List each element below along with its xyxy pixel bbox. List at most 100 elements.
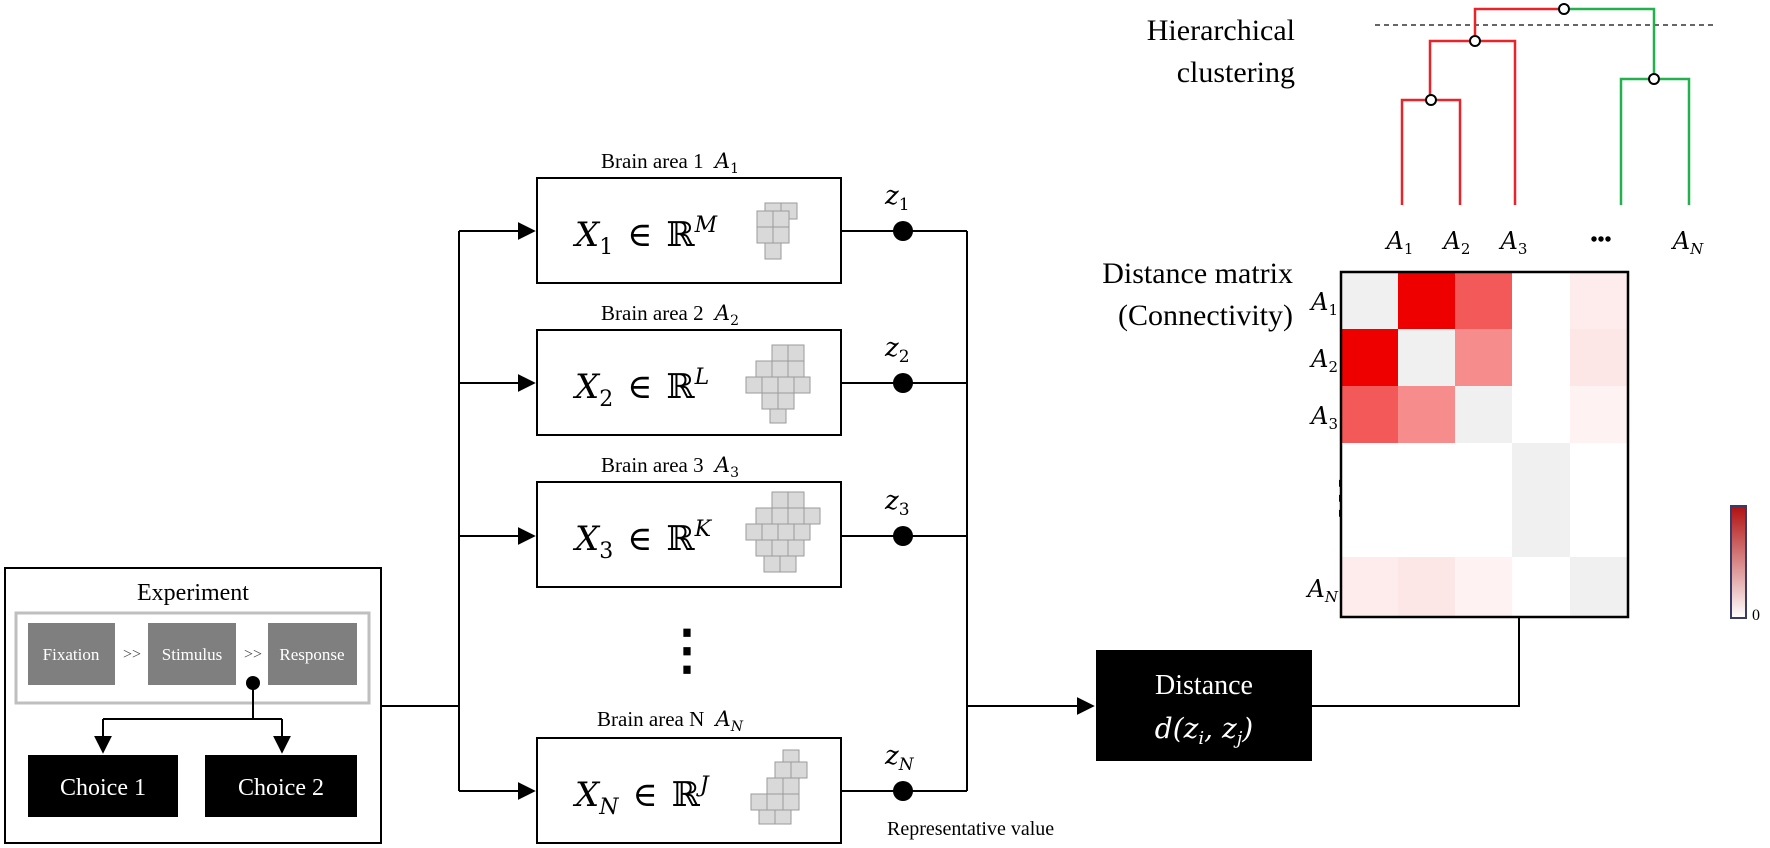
heatmap-cell (1512, 272, 1570, 329)
distance-close: ) (1241, 712, 1253, 745)
z1-sub: 1 (899, 195, 910, 215)
brain-area-n-sub: N (730, 719, 744, 735)
x2-sub: 2 (599, 387, 613, 412)
voxel-cluster-3-icon (745, 491, 821, 573)
svg-text:A1: A1 (1385, 227, 1414, 258)
matrix-row-2: A (1309, 345, 1328, 373)
svg-text:X3∈ℝK: X3 ∈ ℝK (572, 517, 713, 564)
heatmap-cell (1570, 386, 1628, 443)
heatmap-cell (1398, 386, 1455, 443)
x2-in: ∈ (627, 367, 652, 407)
distance-mid: , z (1204, 712, 1237, 745)
heatmap-cell (1455, 557, 1512, 617)
brain-area-3-sub: 3 (730, 465, 739, 481)
heatmap-cell (1512, 386, 1570, 443)
response-step (268, 623, 357, 685)
distance-matrix: Distance matrix (Connectivity) A1 A2 A3 … (1102, 227, 1760, 624)
svg-text:X1∈ℝM: X1∈ℝM (572, 213, 718, 260)
svg-text:AN: AN (1671, 227, 1704, 258)
heatmap-cell (1455, 329, 1512, 386)
representative-value-label: Representative value (887, 818, 1054, 840)
experiment-title: Experiment (137, 580, 249, 606)
x1-sub: 1 (599, 235, 613, 260)
svg-text:Brain area 1 A1: Brain area 1 A1 (601, 149, 739, 177)
z3-var: z (884, 486, 899, 516)
x3-dim: K (694, 517, 713, 542)
distance-title: Distance (1155, 670, 1253, 701)
x3-in: ∈ (627, 519, 652, 559)
zn-var: z (884, 741, 899, 771)
matrix-row-1: A (1309, 288, 1328, 316)
svg-text:d(zi, zj): d(zi, zj) (1155, 712, 1253, 749)
fixation-step (28, 623, 115, 685)
matrix-col-3: A (1499, 227, 1518, 255)
heatmap-cell (1570, 329, 1628, 386)
heatmap-cell (1341, 272, 1398, 329)
matrix-frame (1339, 270, 1630, 619)
stimulus-step-label: Stimulus (162, 645, 222, 664)
heatmap-cell (1512, 557, 1570, 617)
matrix-col-ellipsis: ••• (1590, 229, 1611, 251)
z2-node (893, 373, 913, 393)
heatmap-cell (1570, 443, 1628, 557)
stimulus-step (148, 623, 236, 685)
response-step-label: Response (279, 645, 344, 664)
brain-area-n-symbol: A (714, 707, 731, 731)
brain-area-2-label: Brain area 2 (601, 301, 704, 325)
clustering-label-line1: Hierarchical (1147, 14, 1295, 47)
svg-text:Brain area 2 A2: Brain area 2 A2 (601, 301, 739, 329)
heatmap-cell (1398, 329, 1455, 386)
x1-in: ∈ (627, 215, 652, 255)
x1-dim: M (694, 213, 718, 238)
xn-sub: N (598, 795, 619, 820)
matrix-row-n: A (1306, 575, 1325, 603)
heatmap-cell (1341, 443, 1398, 557)
heatmap-cell (1398, 272, 1455, 329)
dendrogram: Hierarchical clustering (1147, 3, 1715, 205)
matrix-col-2: A (1442, 227, 1461, 255)
svg-text:A2: A2 (1309, 345, 1338, 376)
brain-area-1-sub: 1 (730, 161, 739, 177)
svg-text:z2: z2 (884, 333, 910, 367)
matrix-label-line1: Distance matrix (1102, 257, 1293, 290)
x3-reals: ℝ (666, 519, 695, 559)
z2-sub: 2 (899, 347, 910, 367)
brain-area-n-label: Brain area N (597, 707, 704, 731)
svg-text:A1: A1 (1309, 288, 1338, 319)
z3-sub: 3 (899, 500, 910, 520)
x2-dim: L (694, 365, 710, 390)
brain-area-n: Brain area N AN XN∈ℝJ (536, 707, 842, 844)
heatmap-cell (1341, 386, 1398, 443)
z3-node (893, 526, 913, 546)
svg-text:zN: zN (884, 741, 915, 775)
heatmap-cells (1341, 272, 1628, 617)
x3-var: X (572, 519, 601, 559)
areas-ellipsis: ⋮ (660, 620, 714, 680)
heatmap-cell (1570, 272, 1628, 329)
xn-in: ∈ (632, 775, 657, 815)
x1-reals: ℝ (666, 215, 695, 255)
svg-text:A2: A2 (1442, 227, 1471, 258)
step-separator: >> (244, 646, 262, 663)
heatmap-cell (1341, 557, 1398, 617)
z-nodes: z1 z2 z3 zN Representative value (884, 181, 1054, 840)
svg-text:A3: A3 (1309, 402, 1338, 433)
z1-node (893, 221, 913, 241)
z1-var: z (884, 181, 899, 211)
xn-dim: J (696, 773, 710, 798)
heatmap-cell (1398, 557, 1455, 617)
matrix-row-3: A (1309, 402, 1328, 430)
svg-text:z3: z3 (884, 486, 910, 520)
distance-box: Distance d(zi, zj) (1096, 581, 1528, 761)
distance-i-sub: i (1198, 728, 1204, 749)
colorbar-min-label: 0 (1752, 607, 1760, 624)
x3-sub: 3 (599, 539, 613, 564)
svg-text:AN: AN (1306, 575, 1339, 606)
heatmap-cell (1341, 329, 1398, 386)
matrix-col-n: A (1671, 227, 1690, 255)
choice-2-box (205, 755, 357, 817)
brain-area-3: Brain area 3 A3 X3∈ℝK (536, 453, 842, 588)
heatmap-cell (1455, 386, 1512, 443)
choice-1-box (28, 755, 178, 817)
